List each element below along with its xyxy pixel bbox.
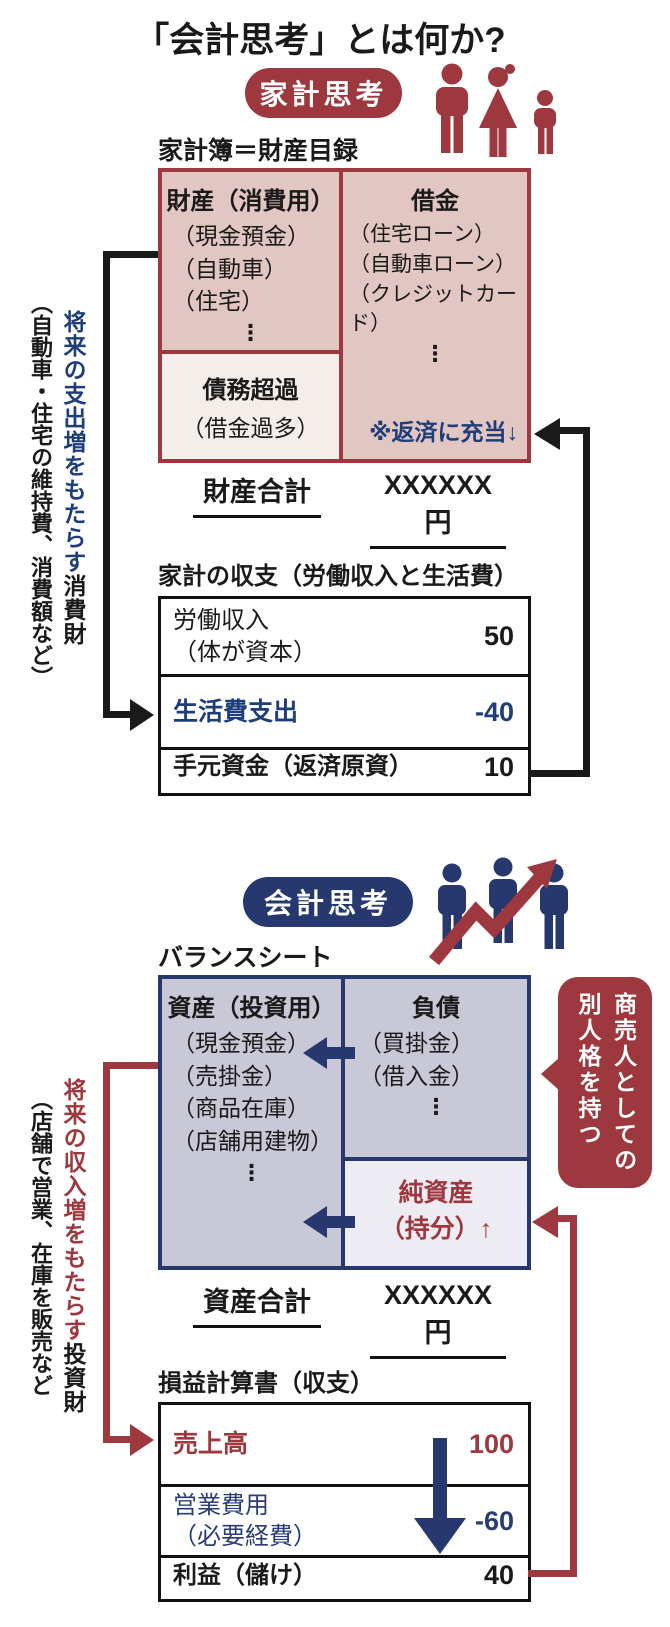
ellipsis: ⋮	[425, 1094, 447, 1120]
accounting-total-label: 資産合計	[193, 1280, 321, 1328]
row-cash-on-hand: 手元資金（返済原資） 10	[161, 747, 528, 784]
ellipsis: ⋮	[239, 319, 262, 345]
arrow-right-icon	[130, 1424, 154, 1456]
arrow-left-icon	[532, 1206, 558, 1238]
net-assets-cell: 純資産 （持分）↑	[345, 1157, 527, 1266]
accounting-badge: 会計思考	[243, 877, 413, 927]
repayment-note: ※返済に充当↓	[369, 419, 518, 445]
bubble-tail	[541, 1057, 560, 1091]
arrow-down-icon	[414, 1438, 466, 1554]
household-balance-table: 財産（消費用） （現金預金） （自動車） （住宅） ⋮ 債務超過 （借金過多） …	[158, 168, 531, 463]
merchant-bubble: 商売人としての 別人格を持つ	[541, 977, 652, 1188]
arrow-left-icon	[303, 1206, 355, 1238]
liabilities-items: （買掛金） （借入金）	[359, 1030, 474, 1089]
household-cashflow-table: 労働収入 （体が資本） 50 生活費支出 -40 手元資金（返済原資） 10	[158, 596, 531, 796]
row-label: 手元資金（返済原資）	[173, 753, 413, 781]
accounting-side-note-detail: （店舗で営業、在庫を販売など	[28, 1088, 53, 1396]
row-value: 100	[468, 1429, 514, 1459]
arrow-segment	[555, 1215, 577, 1222]
arrow-segment	[583, 427, 590, 777]
arrow-segment	[528, 770, 590, 777]
merchant-bubble-text: 商売人としての 別人格を持つ	[575, 992, 637, 1174]
arrow-segment	[103, 711, 133, 718]
pl-table: 売上高 100 営業費用 （必要経費） -60 利益（儲け） 40	[158, 1402, 531, 1602]
assets-consumption-items: （現金預金） （自動車） （住宅）	[172, 223, 310, 315]
ledger-title: 家計簿＝財産目録	[158, 137, 359, 165]
row-label: 生活費支出	[173, 697, 299, 726]
debt-header: 借金	[411, 188, 459, 215]
arrow-left-icon	[303, 1037, 355, 1069]
row-label: 売上高	[173, 1430, 249, 1459]
row-value: 10	[483, 751, 514, 782]
ellipsis: ⋮	[240, 1159, 263, 1185]
arrow-segment	[570, 1215, 577, 1577]
household-side-note-detail: （自動車・住宅の維持費、消費額など）	[28, 292, 53, 688]
arrow-right-icon	[130, 699, 154, 731]
arrow-segment	[103, 251, 110, 715]
row-label: 営業費用 （必要経費）	[173, 1491, 317, 1550]
row-labor-income: 労働収入 （体が資本） 50	[161, 599, 528, 674]
debt-items: （住宅ローン） （自動車ローン） （クレジットカード）	[349, 223, 517, 336]
household-total-label: 財産合計	[193, 470, 321, 518]
people-growth-icon	[429, 857, 568, 966]
row-profit: 利益（儲け） 40	[161, 1555, 528, 1593]
family-icon	[436, 63, 556, 157]
insolvency-subtitle: （借金過多）	[181, 415, 320, 441]
balance-sheet-table: 資産（投資用） （現金預金） （売掛金） （商品在庫） （店舗用建物） ⋮ 負債…	[158, 975, 531, 1270]
arrow-segment	[103, 1436, 133, 1443]
row-operating-expenses: 営業費用 （必要経費） -60	[161, 1484, 528, 1555]
debt-cell: 借金 （住宅ローン） （自動車ローン） （クレジットカード） ⋮ ※返済に充当↓	[343, 172, 527, 459]
ellipsis: ⋮	[424, 341, 446, 367]
assets-investment-header: 資産（投資用）	[167, 995, 336, 1022]
arrow-left-icon	[534, 418, 560, 450]
insolvency-cell: 債務超過 （借金過多）	[162, 350, 343, 459]
assets-investment-cell: 資産（投資用） （現金預金） （売掛金） （商品在庫） （店舗用建物） ⋮	[162, 979, 345, 1266]
arrow-segment	[103, 1062, 110, 1442]
accounting-total-value: XXXXXX円	[370, 1280, 506, 1359]
row-value: 50	[483, 621, 514, 651]
page-title: 「会計思考」とは何か?	[134, 21, 506, 60]
insolvency-title: 債務超過	[202, 377, 299, 404]
household-total-value: XXXXXX円	[370, 470, 506, 549]
liabilities-cell: 負債 （買掛金） （借入金） ⋮	[345, 979, 527, 1157]
balance-sheet-title: バランスシート	[158, 944, 333, 972]
row-label: 利益（儲け）	[173, 1561, 317, 1589]
assets-investment-items: （現金預金） （売掛金） （商品在庫） （店舗用建物）	[172, 1030, 333, 1154]
household-badge: 家計思考	[245, 68, 402, 118]
accounting-side-note-main: 将来の収入増をもたらす投資財	[60, 1078, 86, 1414]
pl-title: 損益計算書（収支）	[158, 1370, 374, 1397]
arrow-segment	[528, 1570, 577, 1577]
row-sales: 売上高 100	[161, 1405, 528, 1484]
arrow-segment	[103, 1062, 158, 1069]
row-value: -60	[474, 1505, 514, 1536]
assets-consumption-cell: 財産（消費用） （現金預金） （自動車） （住宅） ⋮	[162, 172, 343, 459]
liabilities-header: 負債	[412, 995, 460, 1022]
cashflow-title: 家計の収支（労働収入と生活費）	[158, 563, 518, 590]
household-side-note-main: 将来の支出増をもたらす消費財	[60, 310, 86, 646]
arrow-segment	[557, 427, 590, 434]
row-label: 労働収入 （体が資本）	[173, 607, 317, 666]
arrow-segment	[103, 251, 158, 258]
row-value: -40	[474, 696, 514, 727]
row-value: 40	[483, 1560, 514, 1590]
assets-consumption-header: 財産（消費用）	[166, 188, 335, 215]
row-living-expenses: 生活費支出 -40	[161, 674, 528, 747]
